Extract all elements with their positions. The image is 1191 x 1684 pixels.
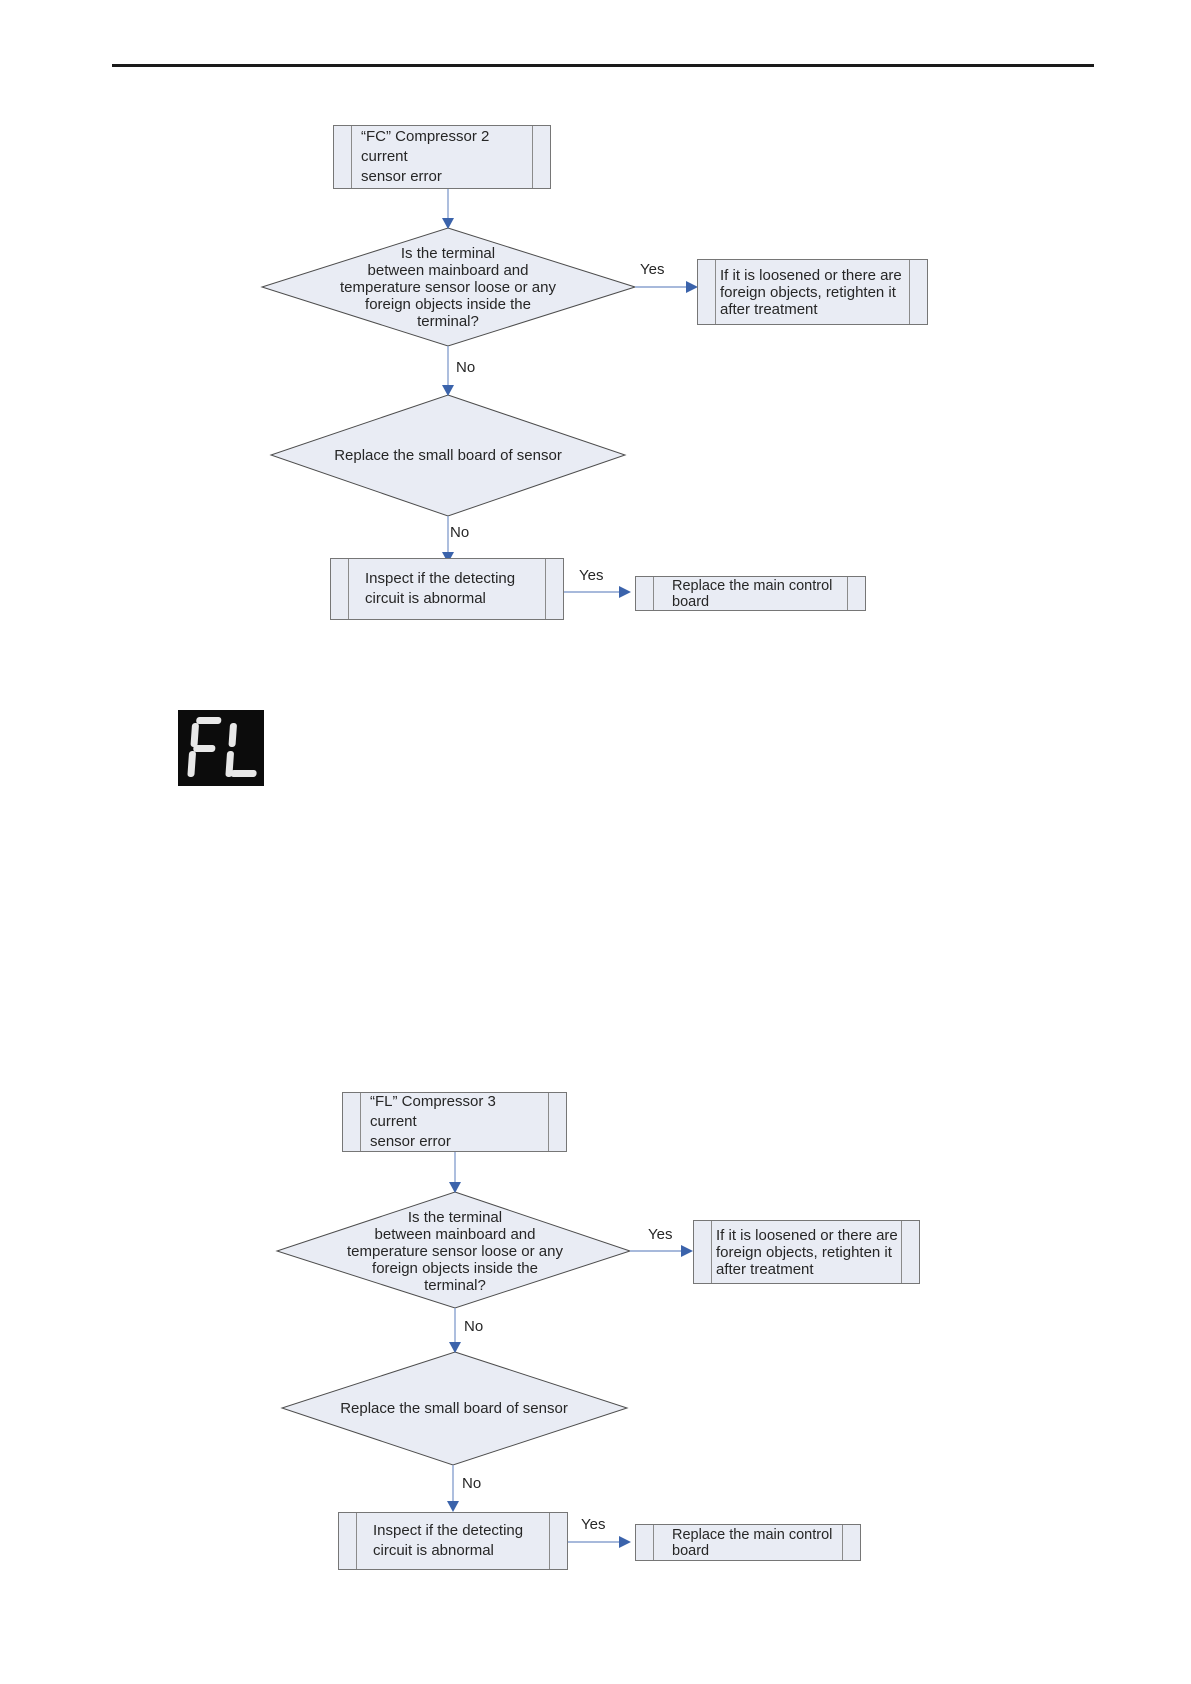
fc-yes2-label: Yes bbox=[579, 567, 604, 584]
fl-decision2-text: Replace the small board of sensor bbox=[340, 1400, 568, 1417]
fl-arrowhead-3 bbox=[449, 1342, 461, 1353]
fc-no1-label: No bbox=[456, 359, 476, 376]
fl-decision1-text: Is the terminal between mainboard and te… bbox=[347, 1209, 563, 1294]
header-rule bbox=[112, 64, 1094, 67]
fc-arrowhead-5 bbox=[619, 586, 631, 598]
seven-segment-display bbox=[178, 710, 264, 786]
fl-action-yes2-text: Replace the main control board bbox=[672, 1526, 833, 1559]
fc-decision2-text: Replace the small board of sensor bbox=[334, 447, 562, 464]
fl-action-yes2-box: Replace the main control board bbox=[635, 1524, 861, 1561]
fc-inspect-box: Inspect if the detecting circuit is abno… bbox=[330, 558, 564, 620]
fl-arrowhead-4 bbox=[447, 1501, 459, 1512]
fl-no1-label: No bbox=[464, 1318, 484, 1335]
fl-yes1-label: Yes bbox=[648, 1226, 673, 1243]
fc-action-yes2-text: Replace the main control board bbox=[672, 577, 833, 610]
fc-action-yes2-box: Replace the main control board bbox=[635, 576, 866, 611]
fl-inspect-box: Inspect if the detecting circuit is abno… bbox=[338, 1512, 568, 1570]
fl-arrowhead-5 bbox=[619, 1536, 631, 1548]
fc-action-yes1-text: If it is loosened or there are foreign o… bbox=[720, 266, 902, 318]
fl-arrowhead-1 bbox=[449, 1182, 461, 1193]
fl-action-yes1-box: If it is loosened or there are foreign o… bbox=[693, 1220, 920, 1284]
fl-yes2-label: Yes bbox=[581, 1516, 606, 1533]
fc-decision1-text: Is the terminal between mainboard and te… bbox=[340, 245, 556, 330]
fc-inspect-text: Inspect if the detecting circuit is abno… bbox=[365, 570, 516, 607]
fl-start-text: “FL” Compressor 3 current sensor error bbox=[370, 1093, 496, 1150]
fl-start-box: “FL” Compressor 3 current sensor error bbox=[342, 1092, 567, 1152]
fl-arrowhead-2 bbox=[681, 1245, 693, 1257]
fc-no2-label: No bbox=[450, 524, 470, 541]
fl-action-yes1-text: If it is loosened or there are foreign o… bbox=[716, 1226, 898, 1278]
fl-code-glyph-icon bbox=[187, 717, 257, 777]
fc-start-box: “FC” Compressor 2 current sensor error bbox=[333, 125, 551, 189]
fl-inspect-text: Inspect if the detecting circuit is abno… bbox=[373, 1522, 524, 1559]
fc-yes1-label: Yes bbox=[640, 261, 665, 278]
fc-arrowhead-3 bbox=[442, 385, 454, 396]
fc-action-yes1-box: If it is loosened or there are foreign o… bbox=[697, 259, 928, 325]
fc-start-text: “FC” Compressor 2 current sensor error bbox=[361, 128, 490, 185]
fc-arrowhead-1 bbox=[442, 218, 454, 229]
fl-no2-label: No bbox=[462, 1475, 482, 1492]
